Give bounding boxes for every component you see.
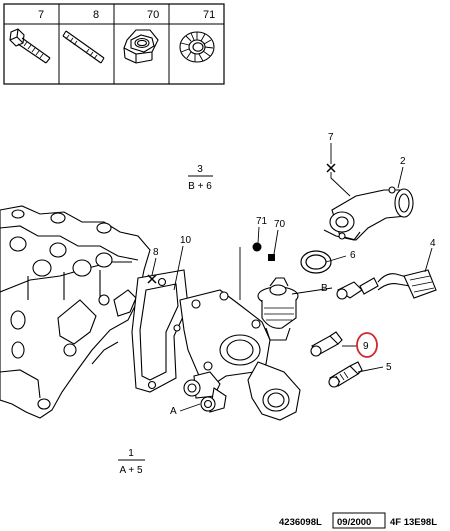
callout-labels: 7 2 4 6 71 70 8 10 B A 5 9 xyxy=(153,132,436,417)
bolt-7-mark xyxy=(326,163,336,173)
callout-70: 70 xyxy=(274,219,286,230)
coolant-outlet-housing xyxy=(179,289,301,421)
callout-B: B xyxy=(321,283,328,294)
thermostat xyxy=(257,277,299,341)
footer-date: 09/2000 xyxy=(337,517,371,528)
cylinder-head xyxy=(0,205,151,419)
footer-ref: 4236098L xyxy=(279,517,322,528)
callout-4: 4 xyxy=(430,238,436,249)
hex-bolt-icon xyxy=(9,28,51,64)
callout-A: A xyxy=(170,406,177,417)
footer-code: 4F 13E98L xyxy=(390,517,437,528)
legend-number-washer: 71 xyxy=(203,9,215,21)
reference-label: B + 6 xyxy=(188,181,212,192)
hex-nut-icon xyxy=(123,29,159,64)
legend-number-stud: 8 xyxy=(93,9,99,21)
reference-number: 3 xyxy=(197,164,203,175)
callout-10: 10 xyxy=(180,235,192,246)
legend-number-nut: 70 xyxy=(147,9,159,21)
sensor-5 xyxy=(328,361,363,388)
stud-8-mark xyxy=(147,274,157,284)
reference-mark-3: 3 B + 6 xyxy=(188,164,213,192)
callout-9: 9 xyxy=(363,341,369,352)
callout-8: 8 xyxy=(153,247,159,258)
serrated-washer-icon xyxy=(179,31,215,63)
water-outlet-elbow xyxy=(323,186,414,241)
footer: 4236098L 09/2000 4F 13E98L xyxy=(279,512,437,529)
highlight-circle xyxy=(356,332,378,358)
legend-number-bolt: 7 xyxy=(38,9,44,21)
sensor-harness xyxy=(377,269,437,299)
callout-5: 5 xyxy=(386,362,392,373)
nut-70 xyxy=(268,254,275,261)
callout-2: 2 xyxy=(400,156,406,167)
reference-number: 1 xyxy=(128,448,134,459)
washer-71 xyxy=(252,242,262,252)
reference-mark-1: 1 A + 5 xyxy=(118,448,145,476)
leader-lines xyxy=(151,143,433,412)
callout-6: 6 xyxy=(350,250,356,261)
sensor-9 xyxy=(310,331,343,357)
gasket xyxy=(131,269,189,393)
callout-71: 71 xyxy=(256,216,268,227)
parts-legend: 7 8 70 71 xyxy=(3,3,225,85)
temperature-sensor xyxy=(336,277,379,300)
callout-7: 7 xyxy=(328,132,334,143)
reference-label: A + 5 xyxy=(119,465,143,476)
stud-icon xyxy=(62,30,105,64)
